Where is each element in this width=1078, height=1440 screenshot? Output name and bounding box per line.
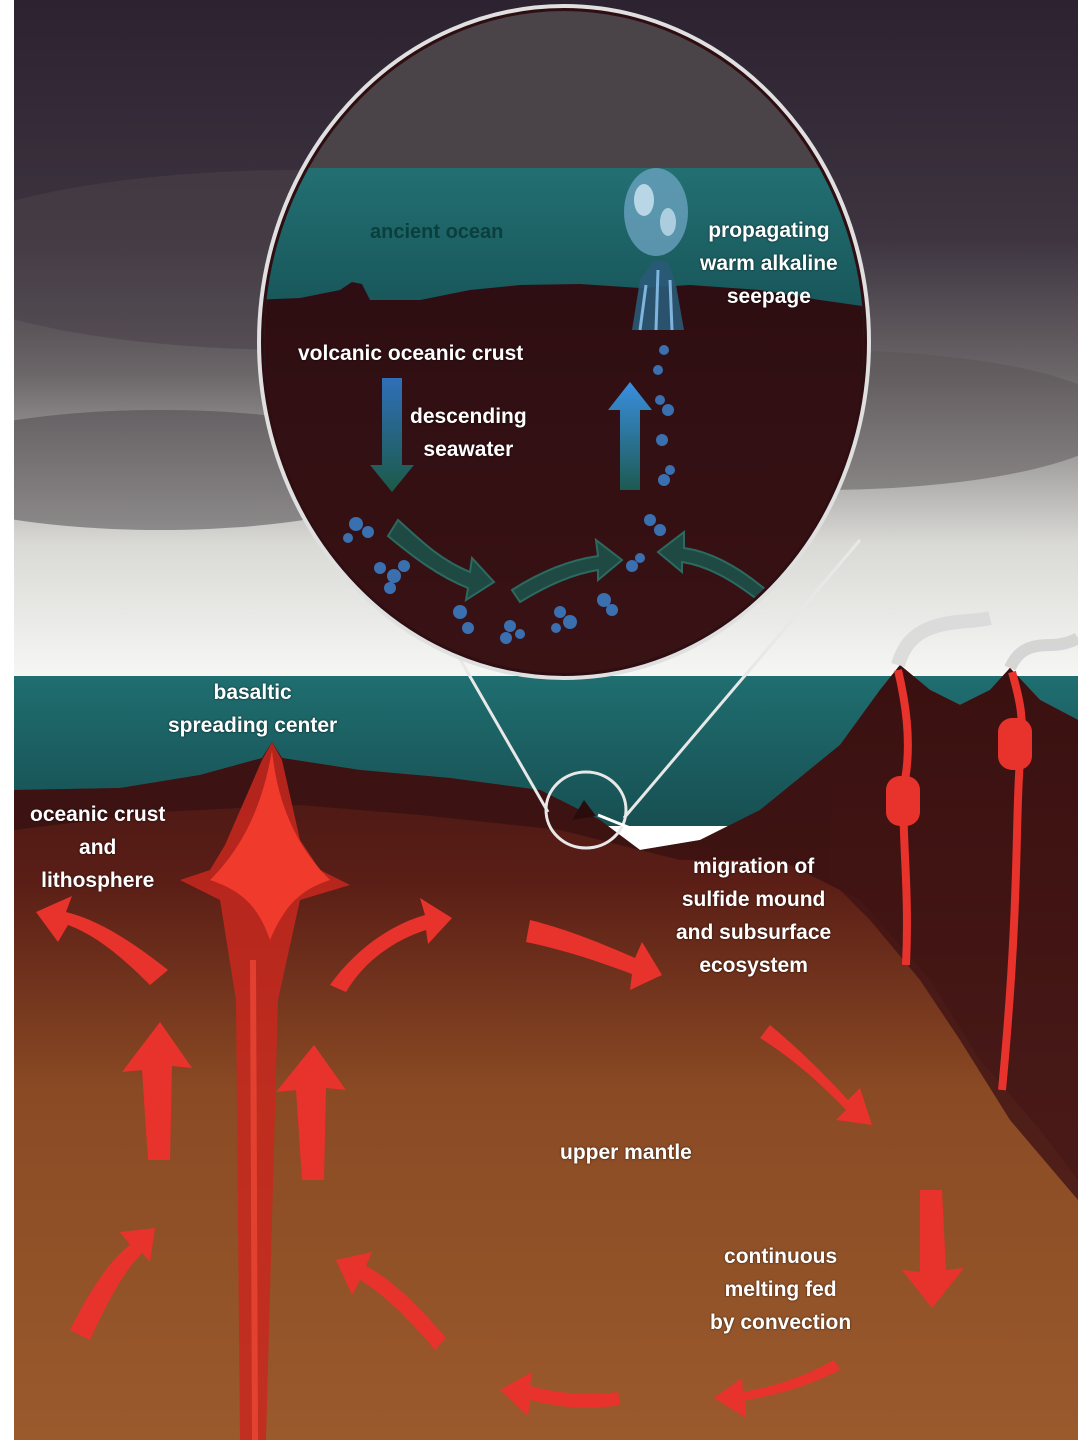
label-oceanic-crust-line-1: oceanic crust bbox=[30, 798, 165, 831]
label-descending-line-1: descending bbox=[410, 400, 527, 433]
label-descending-seawater: descending seawater bbox=[410, 400, 527, 466]
label-propagating-line-1: propagating bbox=[700, 214, 838, 247]
label-migration-line-2: sulfide mound bbox=[676, 883, 831, 916]
magma-chamber-2 bbox=[998, 718, 1032, 770]
label-descending-line-2: seawater bbox=[410, 433, 527, 466]
label-oceanic-crust-lithosphere: oceanic crust and lithosphere bbox=[30, 798, 165, 897]
label-oceanic-crust-line-3: lithosphere bbox=[30, 864, 165, 897]
label-basaltic-line-2: spreading center bbox=[168, 709, 337, 742]
label-migration: migration of sulfide mound and subsurfac… bbox=[676, 850, 831, 982]
label-continuous-line-3: by convection bbox=[710, 1306, 851, 1339]
label-basaltic-spreading-center: basaltic spreading center bbox=[168, 676, 337, 742]
label-oceanic-crust-line-2: and bbox=[30, 831, 165, 864]
label-upper-mantle: upper mantle bbox=[560, 1136, 692, 1169]
label-propagating: propagating warm alkaline seepage bbox=[700, 214, 838, 313]
label-continuous-line-1: continuous bbox=[710, 1240, 851, 1273]
label-ancient-ocean: ancient ocean bbox=[370, 216, 503, 249]
label-migration-line-3: and subsurface bbox=[676, 916, 831, 949]
label-continuous-melting: continuous melting fed by convection bbox=[710, 1240, 851, 1339]
label-continuous-line-2: melting fed bbox=[710, 1273, 851, 1306]
seepage-cloud bbox=[624, 168, 688, 256]
label-basaltic-line-1: basaltic bbox=[168, 676, 337, 709]
label-migration-line-1: migration of bbox=[676, 850, 831, 883]
label-propagating-line-3: seepage bbox=[700, 280, 838, 313]
label-volcanic-oceanic-crust: volcanic oceanic crust bbox=[298, 337, 523, 370]
label-migration-line-4: ecosystem bbox=[676, 949, 831, 982]
label-propagating-line-2: warm alkaline bbox=[700, 247, 838, 280]
magma-chamber-1 bbox=[886, 776, 920, 826]
